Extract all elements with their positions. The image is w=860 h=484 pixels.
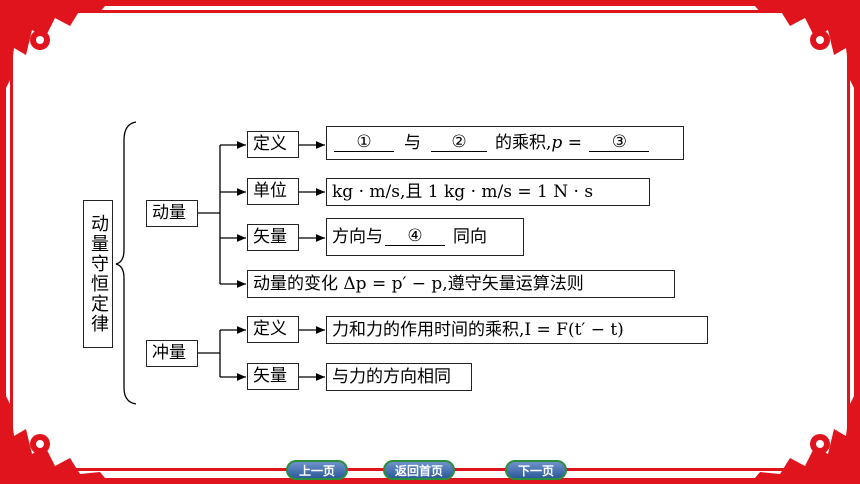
blank-3: ③ xyxy=(589,134,650,152)
impulse-box: 冲量 xyxy=(146,340,198,367)
vector-suffix: 同向 xyxy=(453,226,487,247)
impulse-vector-box: 与力的方向相同 xyxy=(326,363,472,391)
home-button[interactable]: 返回首页 xyxy=(383,460,455,480)
vector-prefix: 方向与 xyxy=(332,226,383,247)
impulse-vector-label: 矢量 xyxy=(247,363,299,390)
momentum-unit-box: kg · m/s,且 1 kg · m/s = 1 N · s xyxy=(326,178,650,206)
prev-page-button[interactable]: 上一页 xyxy=(286,460,348,480)
title-box: 动量守恒定律 xyxy=(83,200,113,348)
definition-equals: = xyxy=(562,132,588,153)
blank-1: ① xyxy=(334,134,394,152)
blank-2: ② xyxy=(431,134,487,152)
definition-suffix: 的乘积, xyxy=(495,132,552,153)
momentum-change-box: 动量的变化 Δp = p′ − p,遵守矢量运算法则 xyxy=(247,270,675,298)
next-page-button[interactable]: 下一页 xyxy=(505,460,567,480)
definition-p-symbol: p xyxy=(551,132,563,153)
momentum-box: 动量 xyxy=(146,200,198,227)
momentum-definition-label: 定义 xyxy=(247,131,299,158)
momentum-vector-label: 矢量 xyxy=(247,224,299,251)
momentum-definition-box: ① 与 ② 的乘积, p = ③ xyxy=(326,126,684,160)
definition-connector: 与 xyxy=(404,132,421,153)
impulse-definition-box: 力和力的作用时间的乘积,I = F(t′ − t) xyxy=(326,316,708,344)
momentum-unit-label: 单位 xyxy=(247,178,299,205)
momentum-vector-box: 方向与 ④ 同向 xyxy=(326,218,524,256)
blank-4: ④ xyxy=(385,228,445,246)
impulse-definition-label: 定义 xyxy=(247,316,299,343)
